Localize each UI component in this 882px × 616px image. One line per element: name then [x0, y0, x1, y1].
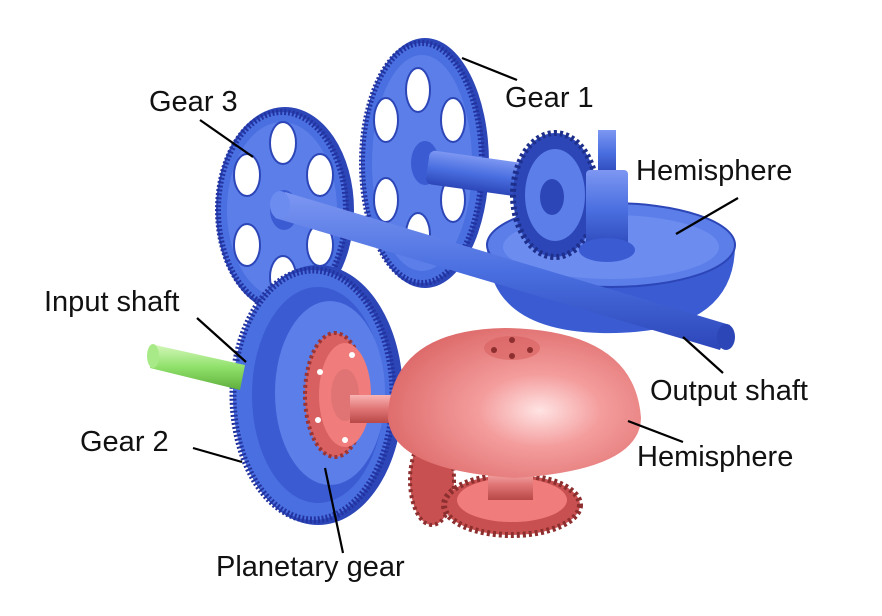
label-hemisphere-bottom: Hemisphere [637, 441, 794, 473]
gear-3 [215, 107, 354, 313]
label-gear-1: Gear 1 [505, 82, 594, 114]
output-shaft [270, 191, 735, 350]
label-output-shaft: Output shaft [650, 375, 808, 407]
bevel-gear-blue [510, 130, 600, 260]
label-gear-2: Gear 2 [80, 426, 169, 458]
label-planetary-gear: Planetary gear [216, 551, 405, 583]
hemisphere-red [388, 328, 641, 478]
vertical-spindle [579, 130, 635, 262]
label-input-shaft: Input shaft [44, 286, 180, 318]
leader-lines [192, 56, 739, 554]
label-hemisphere-top: Hemisphere [636, 155, 793, 187]
label-gear-3: Gear 3 [149, 86, 238, 118]
input-shaft [147, 344, 245, 390]
